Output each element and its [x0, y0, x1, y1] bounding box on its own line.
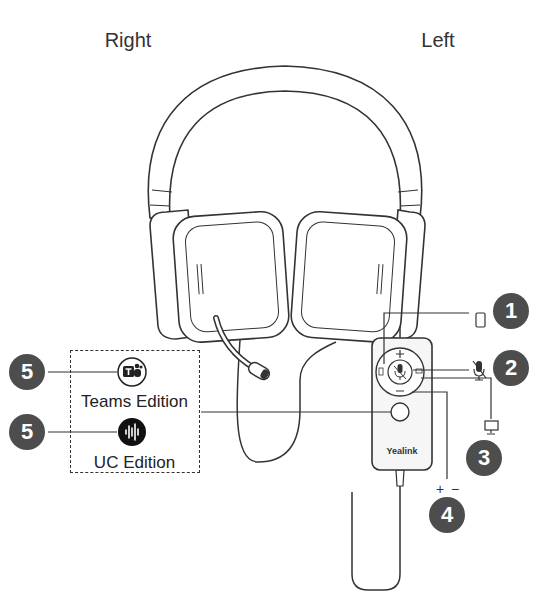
- edition-box: Teams Edition UC Edition: [70, 350, 200, 473]
- side-label: Left: [421, 29, 454, 51]
- callout-number: 2: [493, 350, 529, 386]
- callout-number: 5: [9, 354, 45, 390]
- edition-name: Teams Edition: [81, 393, 188, 412]
- callout-number: 1: [493, 293, 529, 329]
- side-label: Right: [105, 29, 152, 51]
- volume-sign: +: [436, 482, 444, 497]
- brand-logo: Yealink: [386, 447, 417, 457]
- callout-number: 3: [466, 440, 502, 476]
- callout-number: 4: [429, 497, 465, 533]
- volume-sign: −: [451, 482, 459, 497]
- edition-name: UC Edition: [94, 454, 175, 473]
- callout-number: 5: [9, 414, 45, 450]
